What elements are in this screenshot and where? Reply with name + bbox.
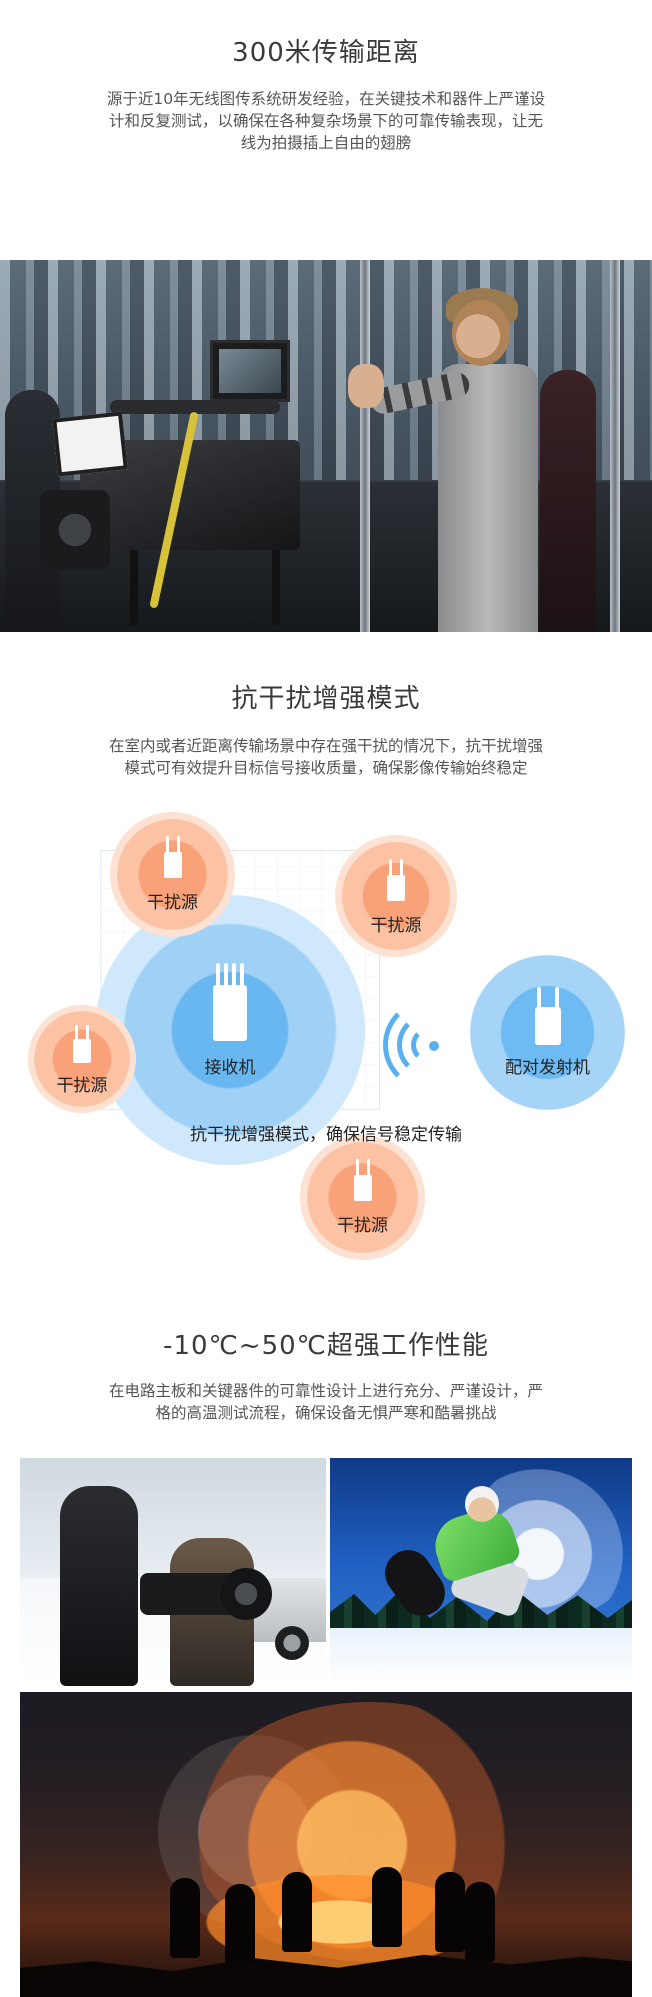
antenna-icon bbox=[555, 987, 559, 1011]
director-hand bbox=[348, 364, 384, 408]
anti-interference-diagram: 接收机 配对发射机 干扰源 干扰源 干扰源 干扰源 抗干 bbox=[0, 790, 652, 1260]
door-frame bbox=[610, 260, 620, 632]
volcano-photo bbox=[20, 1692, 632, 1997]
monitor-screen bbox=[219, 349, 281, 393]
photographer-silhouette bbox=[465, 1882, 495, 1962]
interference-label: 干扰源 bbox=[337, 1216, 388, 1236]
antenna-icon bbox=[166, 836, 169, 854]
antenna-icon bbox=[240, 963, 244, 991]
interference-label: 干扰源 bbox=[56, 1076, 108, 1096]
receiver-node: 接收机 bbox=[95, 895, 365, 1165]
wifi-signal-icon bbox=[383, 999, 443, 1091]
antenna-icon bbox=[400, 859, 403, 877]
desc-line: 格的高温测试流程，确保设备无惧严寒和酷暑挑战 bbox=[155, 1404, 497, 1422]
desc-line: 线为拍摄插上自由的翅膀 bbox=[240, 134, 412, 152]
section-desc-distance: 源于近10年无线图传系统研发经验，在关键技术和器件上严谨设 计和反复测试，以确保… bbox=[40, 88, 612, 154]
camera-handle bbox=[110, 400, 280, 414]
antenna-icon bbox=[86, 1025, 89, 1041]
camera-operator bbox=[60, 1486, 138, 1686]
diagram-caption: 抗干扰增强模式，确保信号稳定传输 bbox=[190, 1125, 462, 1145]
desc-line: 在电路主板和关键器件的可靠性设计上进行充分、严谨设计，严 bbox=[108, 1382, 543, 1400]
antenna-icon bbox=[537, 987, 541, 1011]
desc-line: 计和反复测试，以确保在各种复杂场景下的可靠传输表现，让无 bbox=[108, 112, 543, 130]
antenna-icon bbox=[216, 963, 220, 991]
director-head bbox=[452, 300, 510, 366]
antenna-icon bbox=[177, 836, 180, 854]
desc-line: 模式可有效提升目标信号接收质量，确保影像传输始终稳定 bbox=[124, 759, 528, 777]
section-title-anti-interference: 抗干扰增强模式 bbox=[231, 684, 421, 714]
camera-lens bbox=[40, 490, 110, 570]
photographer-silhouette bbox=[282, 1872, 312, 1952]
director-body bbox=[438, 364, 538, 632]
interference-node-2: 干扰源 bbox=[335, 835, 457, 957]
section-desc-anti-interference: 在室内或者近距离传输场景中存在强干扰的情况下，抗干扰增强 模式可有效提升目标信号… bbox=[40, 735, 612, 779]
side-monitor bbox=[52, 411, 128, 477]
section-title-temperature: -10℃~50℃超强工作性能 bbox=[163, 1331, 489, 1361]
section-desc-temperature: 在电路主板和关键器件的可靠性设计上进行充分、严谨设计，严 格的高温测试流程，确保… bbox=[40, 1380, 612, 1424]
photographer-silhouette bbox=[170, 1878, 200, 1958]
wifi-arc bbox=[383, 999, 475, 1091]
interference-node-4: 干扰源 bbox=[300, 1135, 425, 1260]
photographer-silhouette bbox=[372, 1867, 402, 1947]
antenna-icon bbox=[356, 1159, 359, 1177]
antenna-icon bbox=[367, 1159, 370, 1177]
desc-line: 在室内或者近距离传输场景中存在强干扰的情况下，抗干扰增强 bbox=[108, 737, 543, 755]
director-figure bbox=[348, 280, 550, 632]
snow-filming-photo bbox=[20, 1458, 326, 1686]
receiver-label: 接收机 bbox=[204, 1058, 256, 1078]
background-person bbox=[540, 370, 596, 632]
door-frame bbox=[360, 260, 370, 632]
cinema-camera-rig bbox=[40, 320, 370, 625]
receiver-icon bbox=[213, 985, 247, 1041]
film-set-photo bbox=[0, 260, 652, 632]
interference-label: 干扰源 bbox=[147, 893, 198, 913]
photographer-silhouette bbox=[225, 1884, 255, 1964]
camera-tripod bbox=[130, 545, 280, 625]
transmitter-icon bbox=[535, 1007, 561, 1045]
snow-ground bbox=[330, 1628, 632, 1686]
top-monitor bbox=[210, 340, 290, 402]
interference-icon bbox=[354, 1175, 372, 1201]
interference-icon bbox=[73, 1039, 91, 1063]
antenna-icon bbox=[224, 963, 228, 991]
transmitter-label: 配对发射机 bbox=[505, 1058, 590, 1078]
snowboarder-head bbox=[465, 1486, 499, 1522]
camera-lens bbox=[220, 1568, 272, 1620]
interference-icon bbox=[387, 875, 405, 901]
interference-label: 干扰源 bbox=[370, 916, 422, 936]
photographer-silhouette bbox=[435, 1872, 465, 1952]
antenna-icon bbox=[232, 963, 236, 991]
interference-node-3: 干扰源 bbox=[28, 1005, 136, 1113]
section-title-distance: 300米传输距离 bbox=[232, 38, 420, 68]
interference-icon bbox=[164, 852, 182, 878]
antenna-icon bbox=[75, 1025, 78, 1041]
wifi-dot bbox=[429, 1041, 439, 1051]
snowboarder-photo bbox=[330, 1458, 632, 1686]
desc-line: 源于近10年无线图传系统研发经验，在关键技术和器件上严谨设 bbox=[106, 90, 546, 108]
antenna-icon bbox=[389, 859, 392, 877]
car-wheel bbox=[275, 1626, 309, 1660]
transmitter-node: 配对发射机 bbox=[470, 955, 625, 1110]
interference-node-1: 干扰源 bbox=[110, 812, 235, 937]
